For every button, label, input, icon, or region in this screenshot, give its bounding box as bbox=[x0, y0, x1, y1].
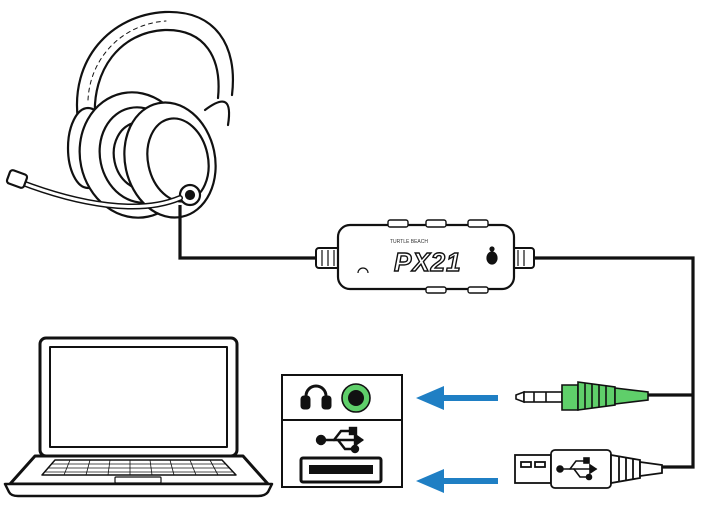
laptop-keyboard bbox=[45, 459, 233, 476]
headset-cable bbox=[178, 205, 318, 260]
usb-plug-icon bbox=[556, 457, 598, 481]
port-panel bbox=[281, 374, 403, 488]
usb-icon bbox=[315, 426, 365, 454]
controller-brand-text: TURTLE BEACH bbox=[390, 239, 428, 245]
usb-port bbox=[299, 426, 383, 484]
headphone-icon bbox=[300, 384, 332, 410]
arrows bbox=[416, 386, 498, 493]
audio-jack-icon bbox=[341, 383, 371, 413]
laptop bbox=[3, 336, 274, 498]
usb-plug bbox=[514, 449, 663, 489]
arrow-left-icon bbox=[416, 469, 498, 493]
audio-port bbox=[300, 383, 371, 413]
cables bbox=[178, 205, 695, 469]
usb-cable bbox=[660, 395, 695, 469]
px21-controller: TURTLE BEACH PX21 bbox=[315, 219, 535, 294]
arrow-left-icon bbox=[416, 386, 498, 410]
turtle-logo-icon bbox=[486, 246, 498, 265]
controller-cable bbox=[528, 256, 695, 395]
headset bbox=[5, 10, 234, 219]
audio-plug bbox=[515, 381, 649, 411]
controller-model-text: PX21 bbox=[394, 247, 462, 277]
